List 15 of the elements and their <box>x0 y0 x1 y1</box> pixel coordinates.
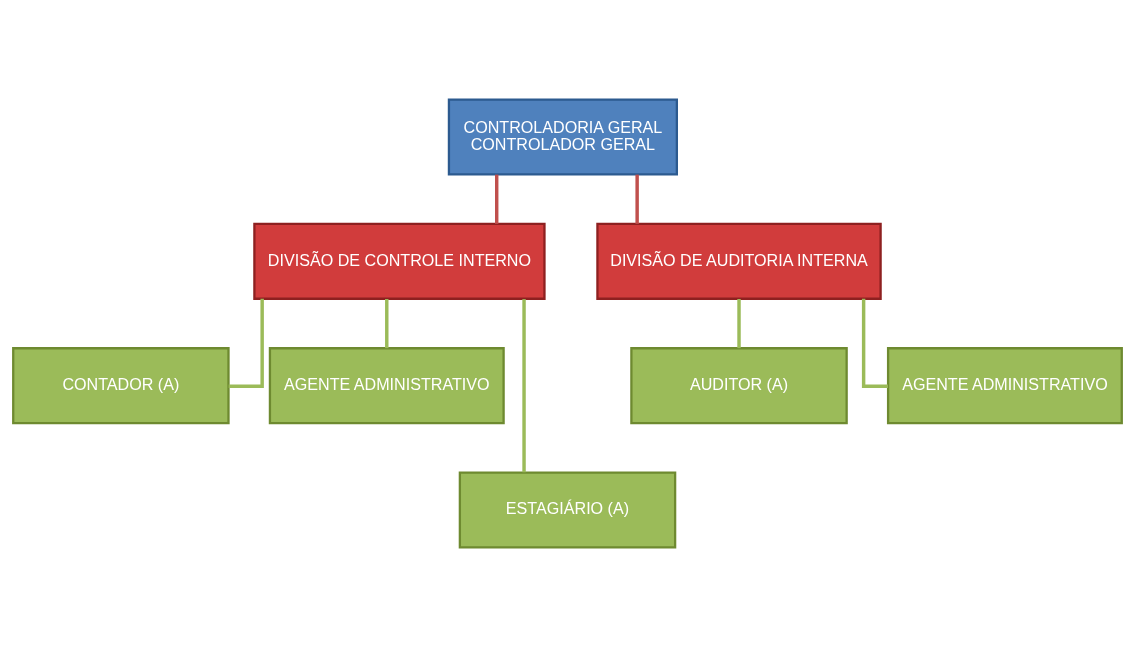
node-box: DIVISÃO DE AUDITORIA INTERNA <box>596 222 882 300</box>
connector <box>385 299 389 349</box>
connector <box>522 299 526 473</box>
node-box: CONTADOR (A) <box>12 347 230 425</box>
connector <box>495 174 499 224</box>
node-box: CONTROLADORIA GERAL CONTROLADOR GERAL <box>447 98 678 176</box>
node-box: AGENTE ADMINISTRATIVO <box>268 347 505 425</box>
node-box: AUDITOR (A) <box>630 347 848 425</box>
node-box: DIVISÃO DE CONTROLE INTERNO <box>253 222 546 300</box>
connector <box>228 298 264 388</box>
connector <box>737 299 741 349</box>
connector <box>635 174 639 224</box>
node-box: AGENTE ADMINISTRATIVO <box>886 347 1123 425</box>
node-box: ESTAGIÁRIO (A) <box>458 471 677 549</box>
connector <box>861 298 888 388</box>
